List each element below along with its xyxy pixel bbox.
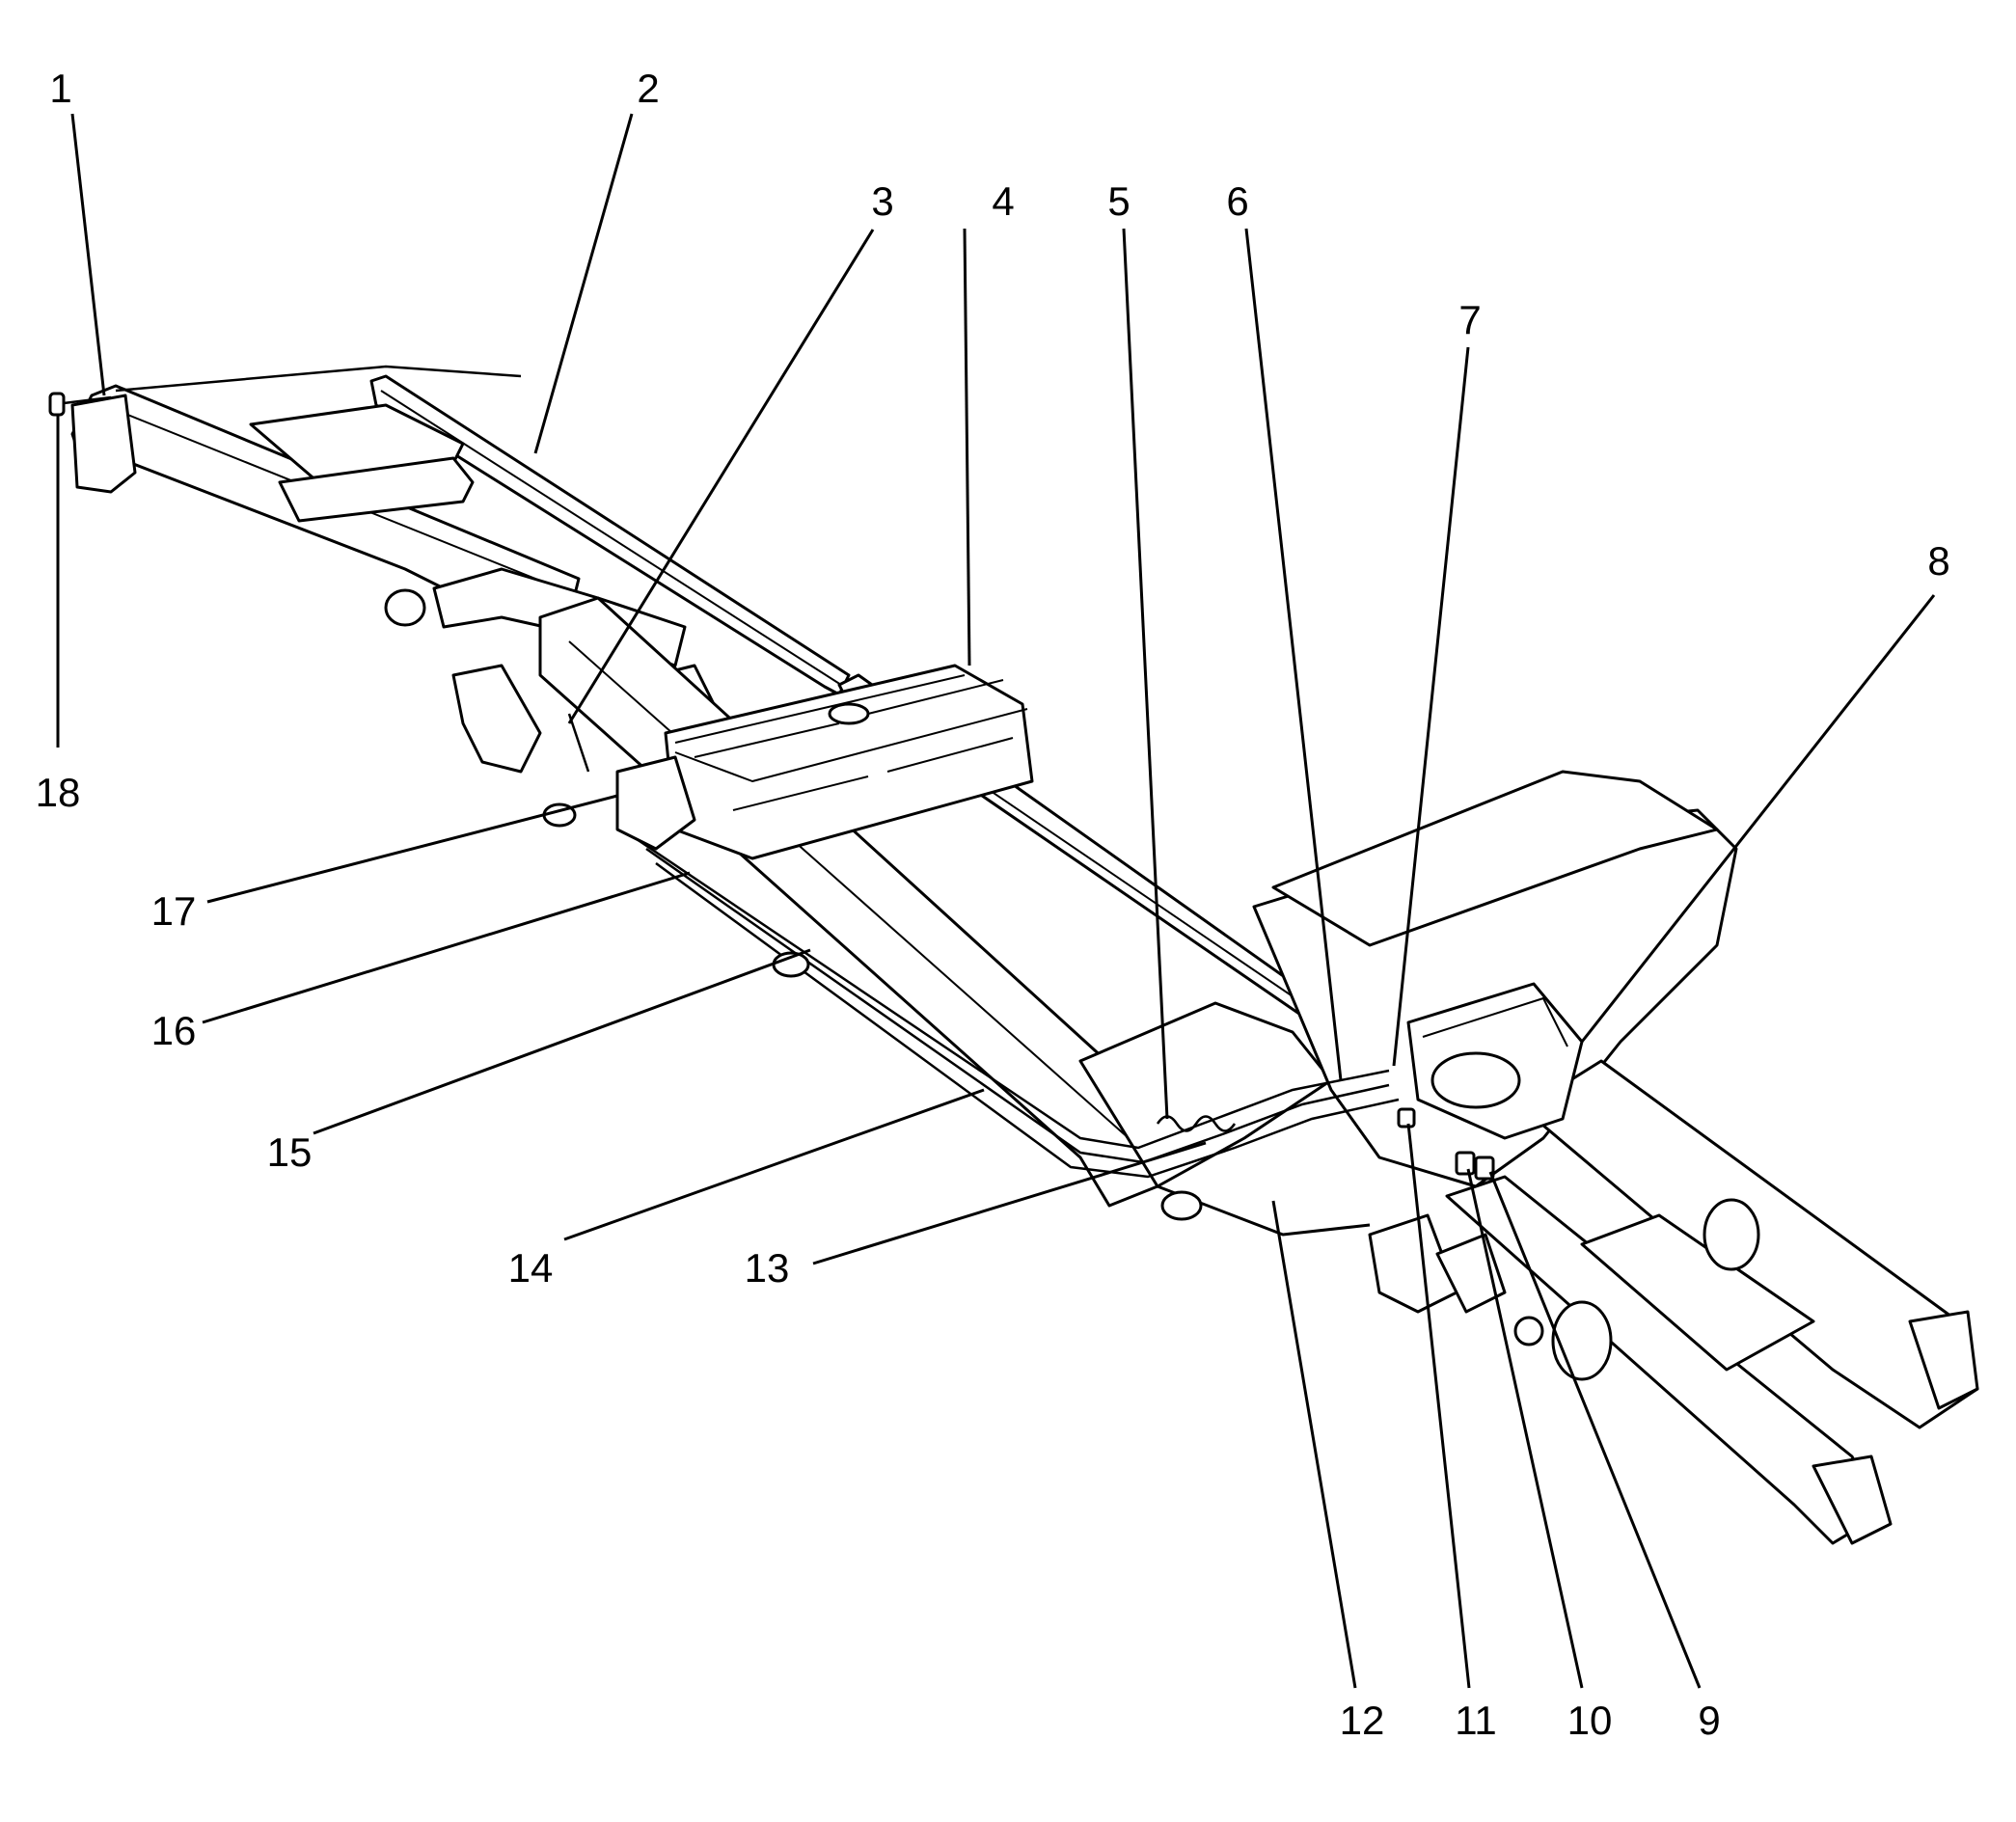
callout-13: 13 (745, 1245, 790, 1291)
front-crossmember (1580, 1213, 1815, 1372)
callout-9: 9 (1698, 1698, 1720, 1743)
vehicle-frame-illustration (48, 365, 1979, 1545)
fuel-tank-filler (828, 702, 870, 725)
body-mount-1 (1160, 1190, 1203, 1221)
front-bumper-bracket-right (1908, 1310, 1979, 1410)
fuel-tank-rib-1 (694, 722, 840, 758)
fuel-line-connector-b (1474, 1156, 1495, 1181)
fuel-return-pipe (645, 847, 1390, 1164)
leader-10 (1466, 1168, 1584, 1689)
flexible-line-section (1156, 1115, 1237, 1132)
callout-8: 8 (1927, 538, 1949, 584)
rear-mounting-bracket (70, 394, 137, 494)
callout-10: 10 (1567, 1698, 1613, 1743)
front-lower-bracket-2 (1435, 1233, 1507, 1314)
rear-spring-hanger-left (451, 664, 542, 774)
leader-1 (70, 113, 106, 396)
leader-5 (1122, 228, 1169, 1120)
callout-1: 1 (49, 66, 71, 111)
leader-15 (313, 948, 811, 1135)
leader-lines (56, 113, 1936, 1689)
leader-12 (1271, 1200, 1357, 1689)
leader-3 (567, 229, 875, 724)
body-mount-front (1513, 1316, 1544, 1346)
engine-mount-right (1703, 1198, 1760, 1271)
fuel-tank-rib-2 (867, 679, 1004, 715)
callout-5: 5 (1107, 178, 1130, 224)
evap-pipe (655, 861, 1400, 1179)
fuel-tank-rib-4 (886, 737, 1014, 773)
callout-18: 18 (36, 770, 81, 815)
leader-17 (206, 794, 618, 904)
fuel-tank-top-edge (674, 674, 966, 744)
leader-7 (1392, 346, 1470, 1067)
callout-11: 11 (1455, 1698, 1497, 1743)
leader-13 (812, 1141, 1207, 1265)
rear-brake-line (115, 365, 522, 393)
body-mount-4 (384, 588, 426, 627)
fuel-line-connector-a (1455, 1151, 1476, 1176)
leader-2 (533, 113, 634, 454)
callout-4: 4 (992, 178, 1014, 224)
callout-15: 15 (267, 1129, 313, 1175)
callout-17: 17 (151, 888, 197, 934)
callout-12: 12 (1340, 1698, 1385, 1743)
mid-left-rail-edge (568, 640, 1130, 1139)
fuel-tank-side-edge (674, 708, 1028, 782)
leader-14 (563, 1088, 985, 1241)
rear-crossmember-2 (278, 456, 475, 523)
fuel-tank-rib-3 (732, 775, 869, 811)
fuel-feed-pipe (636, 837, 1390, 1150)
engine-mount-left (1551, 1300, 1613, 1381)
callout-3: 3 (871, 178, 893, 224)
leader-16 (202, 871, 691, 1024)
leader-4 (963, 228, 971, 666)
callout-16: 16 (151, 1008, 197, 1053)
fuel-tank (664, 664, 1034, 860)
leader-9 (1488, 1171, 1702, 1689)
callout-6: 6 (1226, 178, 1248, 224)
evap-canister-edge (1422, 997, 1568, 1047)
leader-8 (1580, 594, 1936, 1043)
rear-flex-hose (567, 713, 590, 773)
leader-11 (1406, 1123, 1471, 1689)
rear-connector (48, 392, 66, 417)
callout-14: 14 (508, 1245, 554, 1291)
callout-7: 7 (1458, 297, 1481, 342)
tank-mounted-module (615, 755, 696, 851)
front-bumper-bracket-left (1812, 1455, 1893, 1545)
callout-labels: 1 2 3 4 5 6 7 8 9 10 11 12 13 14 15 16 1… (36, 66, 1950, 1743)
evap-canister-window (1430, 1051, 1521, 1109)
rear-connector-line (63, 395, 112, 405)
fuel-line-connector-c (1397, 1107, 1416, 1129)
leader-6 (1244, 228, 1343, 1081)
callout-2: 2 (637, 66, 659, 111)
front-upper-crossmember (1271, 770, 1719, 947)
